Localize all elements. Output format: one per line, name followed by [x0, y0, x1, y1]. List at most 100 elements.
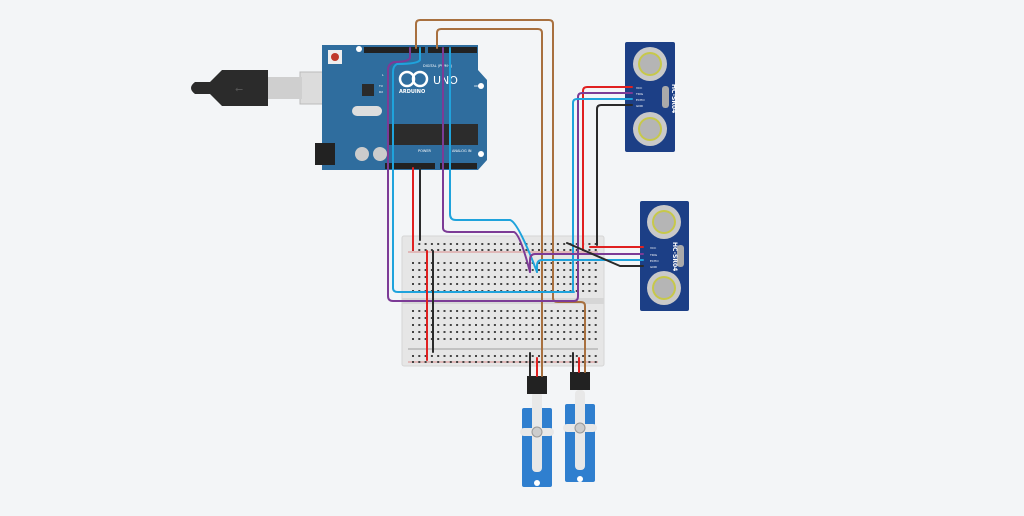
breadboard-hole[interactable] [493, 317, 496, 319]
breadboard-hole[interactable] [475, 243, 477, 245]
breadboard-hole[interactable] [519, 310, 522, 312]
breadboard-hole[interactable] [500, 283, 503, 285]
breadboard-hole[interactable] [437, 338, 440, 340]
breadboard-hole[interactable] [462, 338, 465, 340]
breadboard-hole[interactable] [487, 243, 490, 245]
breadboard-hole[interactable] [500, 355, 503, 357]
breadboard-hole[interactable] [437, 331, 440, 333]
servo-2-connector[interactable] [570, 372, 590, 390]
breadboard-hole[interactable] [418, 361, 421, 363]
breadboard-hole[interactable] [493, 269, 496, 271]
breadboard-hole[interactable] [538, 262, 540, 264]
breadboard-hole[interactable] [456, 317, 459, 319]
breadboard-hole[interactable] [430, 361, 433, 363]
breadboard-hole[interactable] [582, 269, 585, 271]
breadboard-hole[interactable] [443, 262, 446, 264]
breadboard-hole[interactable] [588, 283, 591, 285]
breadboard-hole[interactable] [512, 262, 515, 264]
breadboard-hole[interactable] [487, 269, 490, 271]
breadboard-hole[interactable] [550, 331, 553, 333]
breadboard-hole[interactable] [449, 262, 452, 264]
breadboard-hole[interactable] [582, 355, 585, 357]
breadboard-hole[interactable] [412, 331, 414, 333]
breadboard-hole[interactable] [475, 249, 477, 251]
breadboard-hole[interactable] [475, 361, 477, 363]
breadboard-hole[interactable] [443, 283, 446, 285]
breadboard-hole[interactable] [563, 243, 566, 245]
ultrasonic-sensor-1[interactable]: HC-SR04 VCC TRIG ECHO GND [625, 42, 677, 152]
breadboard-hole[interactable] [563, 283, 566, 285]
breadboard-hole[interactable] [556, 243, 559, 245]
breadboard-hole[interactable] [563, 317, 566, 319]
breadboard-hole[interactable] [468, 355, 471, 357]
breadboard-hole[interactable] [575, 338, 578, 340]
breadboard-hole[interactable] [468, 361, 471, 363]
breadboard-hole[interactable] [443, 331, 446, 333]
breadboard-hole[interactable] [506, 269, 509, 271]
breadboard-hole[interactable] [525, 276, 528, 278]
breadboard-hole[interactable] [531, 276, 534, 278]
breadboard-hole[interactable] [531, 310, 534, 312]
breadboard-hole[interactable] [519, 355, 522, 357]
breadboard-hole[interactable] [487, 338, 490, 340]
breadboard-hole[interactable] [519, 324, 522, 326]
breadboard-hole[interactable] [487, 310, 490, 312]
breadboard-hole[interactable] [544, 249, 547, 251]
breadboard-hole[interactable] [538, 276, 540, 278]
breadboard-hole[interactable] [418, 355, 421, 357]
breadboard-hole[interactable] [582, 262, 585, 264]
breadboard-hole[interactable] [525, 338, 528, 340]
breadboard-hole[interactable] [544, 276, 547, 278]
breadboard-hole[interactable] [481, 262, 484, 264]
breadboard-hole[interactable] [594, 249, 597, 251]
digital-header-2[interactable] [428, 47, 477, 53]
breadboard-hole[interactable] [569, 262, 572, 264]
breadboard-hole[interactable] [468, 243, 471, 245]
breadboard-hole[interactable] [538, 243, 540, 245]
breadboard-hole[interactable] [588, 310, 591, 312]
breadboard-hole[interactable] [468, 262, 471, 264]
breadboard-hole[interactable] [594, 361, 597, 363]
breadboard-hole[interactable] [531, 361, 534, 363]
breadboard-hole[interactable] [588, 361, 591, 363]
breadboard-hole[interactable] [493, 324, 496, 326]
breadboard-hole[interactable] [506, 262, 509, 264]
breadboard-hole[interactable] [594, 243, 597, 245]
breadboard-hole[interactable] [556, 361, 559, 363]
breadboard-hole[interactable] [588, 290, 591, 292]
breadboard-hole[interactable] [481, 249, 484, 251]
breadboard-hole[interactable] [563, 276, 566, 278]
breadboard-hole[interactable] [512, 310, 515, 312]
breadboard-hole[interactable] [487, 355, 490, 357]
breadboard-hole[interactable] [468, 317, 471, 319]
breadboard-hole[interactable] [512, 331, 515, 333]
breadboard-hole[interactable] [418, 310, 421, 312]
breadboard-hole[interactable] [525, 310, 528, 312]
breadboard-hole[interactable] [563, 249, 566, 251]
breadboard-hole[interactable] [582, 290, 585, 292]
breadboard-hole[interactable] [594, 276, 597, 278]
breadboard-hole[interactable] [550, 355, 553, 357]
breadboard-hole[interactable] [443, 269, 446, 271]
breadboard-hole[interactable] [468, 269, 471, 271]
breadboard-hole[interactable] [462, 355, 465, 357]
breadboard-hole[interactable] [550, 361, 553, 363]
breadboard-hole[interactable] [550, 276, 553, 278]
breadboard-hole[interactable] [594, 338, 597, 340]
breadboard-hole[interactable] [418, 338, 421, 340]
breadboard-hole[interactable] [462, 331, 465, 333]
breadboard-hole[interactable] [437, 324, 440, 326]
breadboard-hole[interactable] [525, 324, 528, 326]
breadboard-hole[interactable] [538, 324, 540, 326]
breadboard-hole[interactable] [487, 249, 490, 251]
breadboard-hole[interactable] [506, 249, 509, 251]
breadboard-hole[interactable] [569, 310, 572, 312]
breadboard-hole[interactable] [443, 310, 446, 312]
breadboard-hole[interactable] [569, 283, 572, 285]
breadboard-hole[interactable] [418, 317, 421, 319]
breadboard-hole[interactable] [437, 269, 440, 271]
breadboard-hole[interactable] [418, 276, 421, 278]
breadboard-hole[interactable] [512, 243, 515, 245]
breadboard-hole[interactable] [493, 249, 496, 251]
